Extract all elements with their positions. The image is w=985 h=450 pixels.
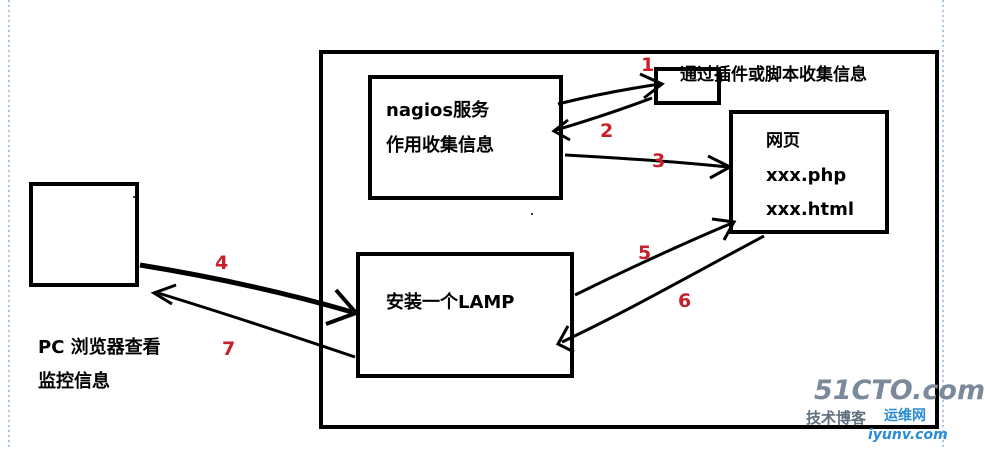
pc-box [29,182,139,287]
pc-caption-line2: 监控信息 [38,371,110,392]
diagram-canvas [8,0,944,450]
arrow-7-head [150,283,177,306]
step-4-number: 4 [215,252,229,274]
arrow-1-line [557,82,661,106]
arrow-5-line [574,221,733,297]
nagios-box [368,75,563,200]
webpage-box [729,110,889,234]
watermark-sub2: 运维网 [884,408,926,424]
watermark-brand: 51CTO.com [814,375,985,406]
pc-caption-line1: PC 浏览器查看 [38,337,161,358]
watermark-url: iyunv.com [868,427,948,443]
lamp-label: 安装一个LAMP [386,292,515,313]
plugin-label: 通过插件或脚本收集信息 [680,65,867,85]
step-3-number: 3 [652,150,666,172]
webpage-label-line3: xxx.html [766,199,855,220]
arrow-4-head [325,288,360,326]
step-7-number: 7 [222,338,236,360]
arrow-3-head [707,154,734,180]
nagios-label-line1: nagios服务 [386,100,490,121]
arrow-6-head [555,325,575,354]
speck [133,196,135,198]
arrow-5-head [711,217,737,241]
arrow-7-line [157,291,356,359]
webpage-label-line2: xxx.php [766,165,847,186]
arrow-3-line [564,153,729,169]
arrow-1-head [639,72,665,100]
server-frame [319,50,939,429]
arrow-4-line [139,262,353,315]
webpage-label-line1: 网页 [766,131,800,151]
arrow-6-line [561,234,765,344]
step-1-number: 1 [641,54,655,76]
nagios-label-line2: 作用收集信息 [386,135,494,156]
arrow-2-line [555,96,653,132]
step-5-number: 5 [638,242,652,264]
step-6-number: 6 [678,290,692,312]
arrow-2-head [551,118,571,142]
lamp-box [356,252,574,378]
speck [531,213,533,215]
step-2-number: 2 [600,120,614,142]
watermark-sub1: 技术博客 [806,409,867,427]
